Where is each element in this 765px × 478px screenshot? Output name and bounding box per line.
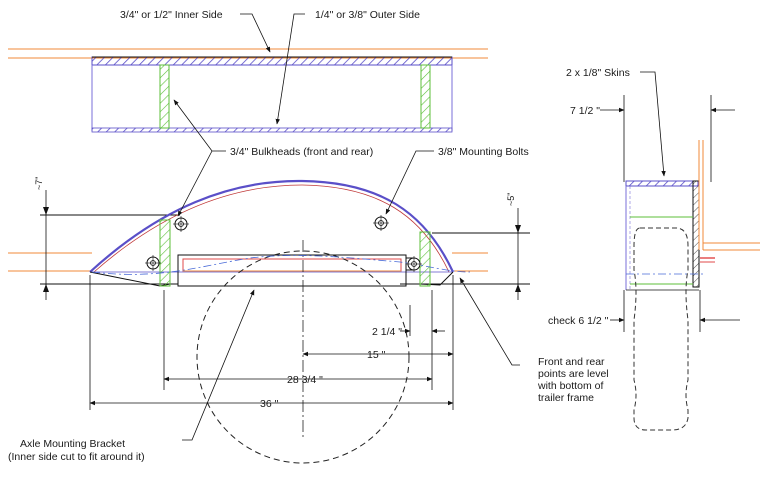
dim-15: 15 " — [367, 349, 386, 361]
dim-check: check 6 1/2 " — [548, 315, 609, 327]
fender-skin-outer — [89, 179, 454, 273]
dim-height-left: ~7" — [34, 177, 44, 190]
dim-36: 36 " — [260, 398, 279, 410]
label-inner-side: 3/4" or 1/2" Inner Side — [120, 9, 223, 21]
note-line-4: trailer frame — [538, 392, 594, 404]
axle-centerline — [91, 255, 471, 275]
bolt-front-lower — [145, 255, 161, 271]
label-bulkheads: 3/4" Bulkheads (front and rear) — [230, 146, 373, 158]
plan-view — [8, 48, 488, 133]
dim-28-3-4: 28 3/4 " — [287, 374, 323, 386]
axle-label-line-1: Axle Mounting Bracket — [20, 438, 125, 450]
bolt-rear-lower — [406, 256, 422, 272]
leaders — [173, 13, 666, 441]
note-line-3: with bottom of — [537, 380, 603, 392]
dim-2-1-4: 2 1/4 " — [372, 326, 402, 338]
bulkhead-front — [159, 219, 171, 287]
bolt-rear-upper — [373, 215, 389, 231]
tire-section — [633, 227, 689, 431]
bulkhead-rear — [419, 231, 431, 287]
fender-skin-inner — [93, 184, 450, 273]
bulkhead-rear-plan — [420, 64, 431, 129]
outer-side-plate — [91, 127, 453, 133]
section-view — [600, 95, 760, 431]
note-line-2: points are level — [538, 368, 609, 380]
bolt-front-upper — [173, 216, 189, 232]
dim-height-right: ~5" — [506, 193, 516, 206]
wheel-outline — [196, 250, 410, 464]
label-outer-side: 1/4" or 3/8" Outer Side — [315, 9, 420, 21]
axle-label-line-2: (Inner side cut to fit around it) — [8, 451, 145, 463]
dim-7-1-2: 7 1/2 " — [570, 105, 600, 117]
section-inner-side — [692, 180, 700, 288]
note-line-1: Front and rear — [538, 356, 605, 368]
side-view — [8, 179, 530, 464]
axle-bracket-inner — [182, 258, 402, 272]
label-mounting-bolts: 3/8" Mounting Bolts — [438, 146, 529, 158]
section-top-skin — [625, 180, 699, 187]
inner-side-plate — [91, 56, 453, 66]
bulkhead-front-plan — [159, 64, 170, 129]
label-skins: 2 x 1/8" Skins — [566, 67, 630, 79]
